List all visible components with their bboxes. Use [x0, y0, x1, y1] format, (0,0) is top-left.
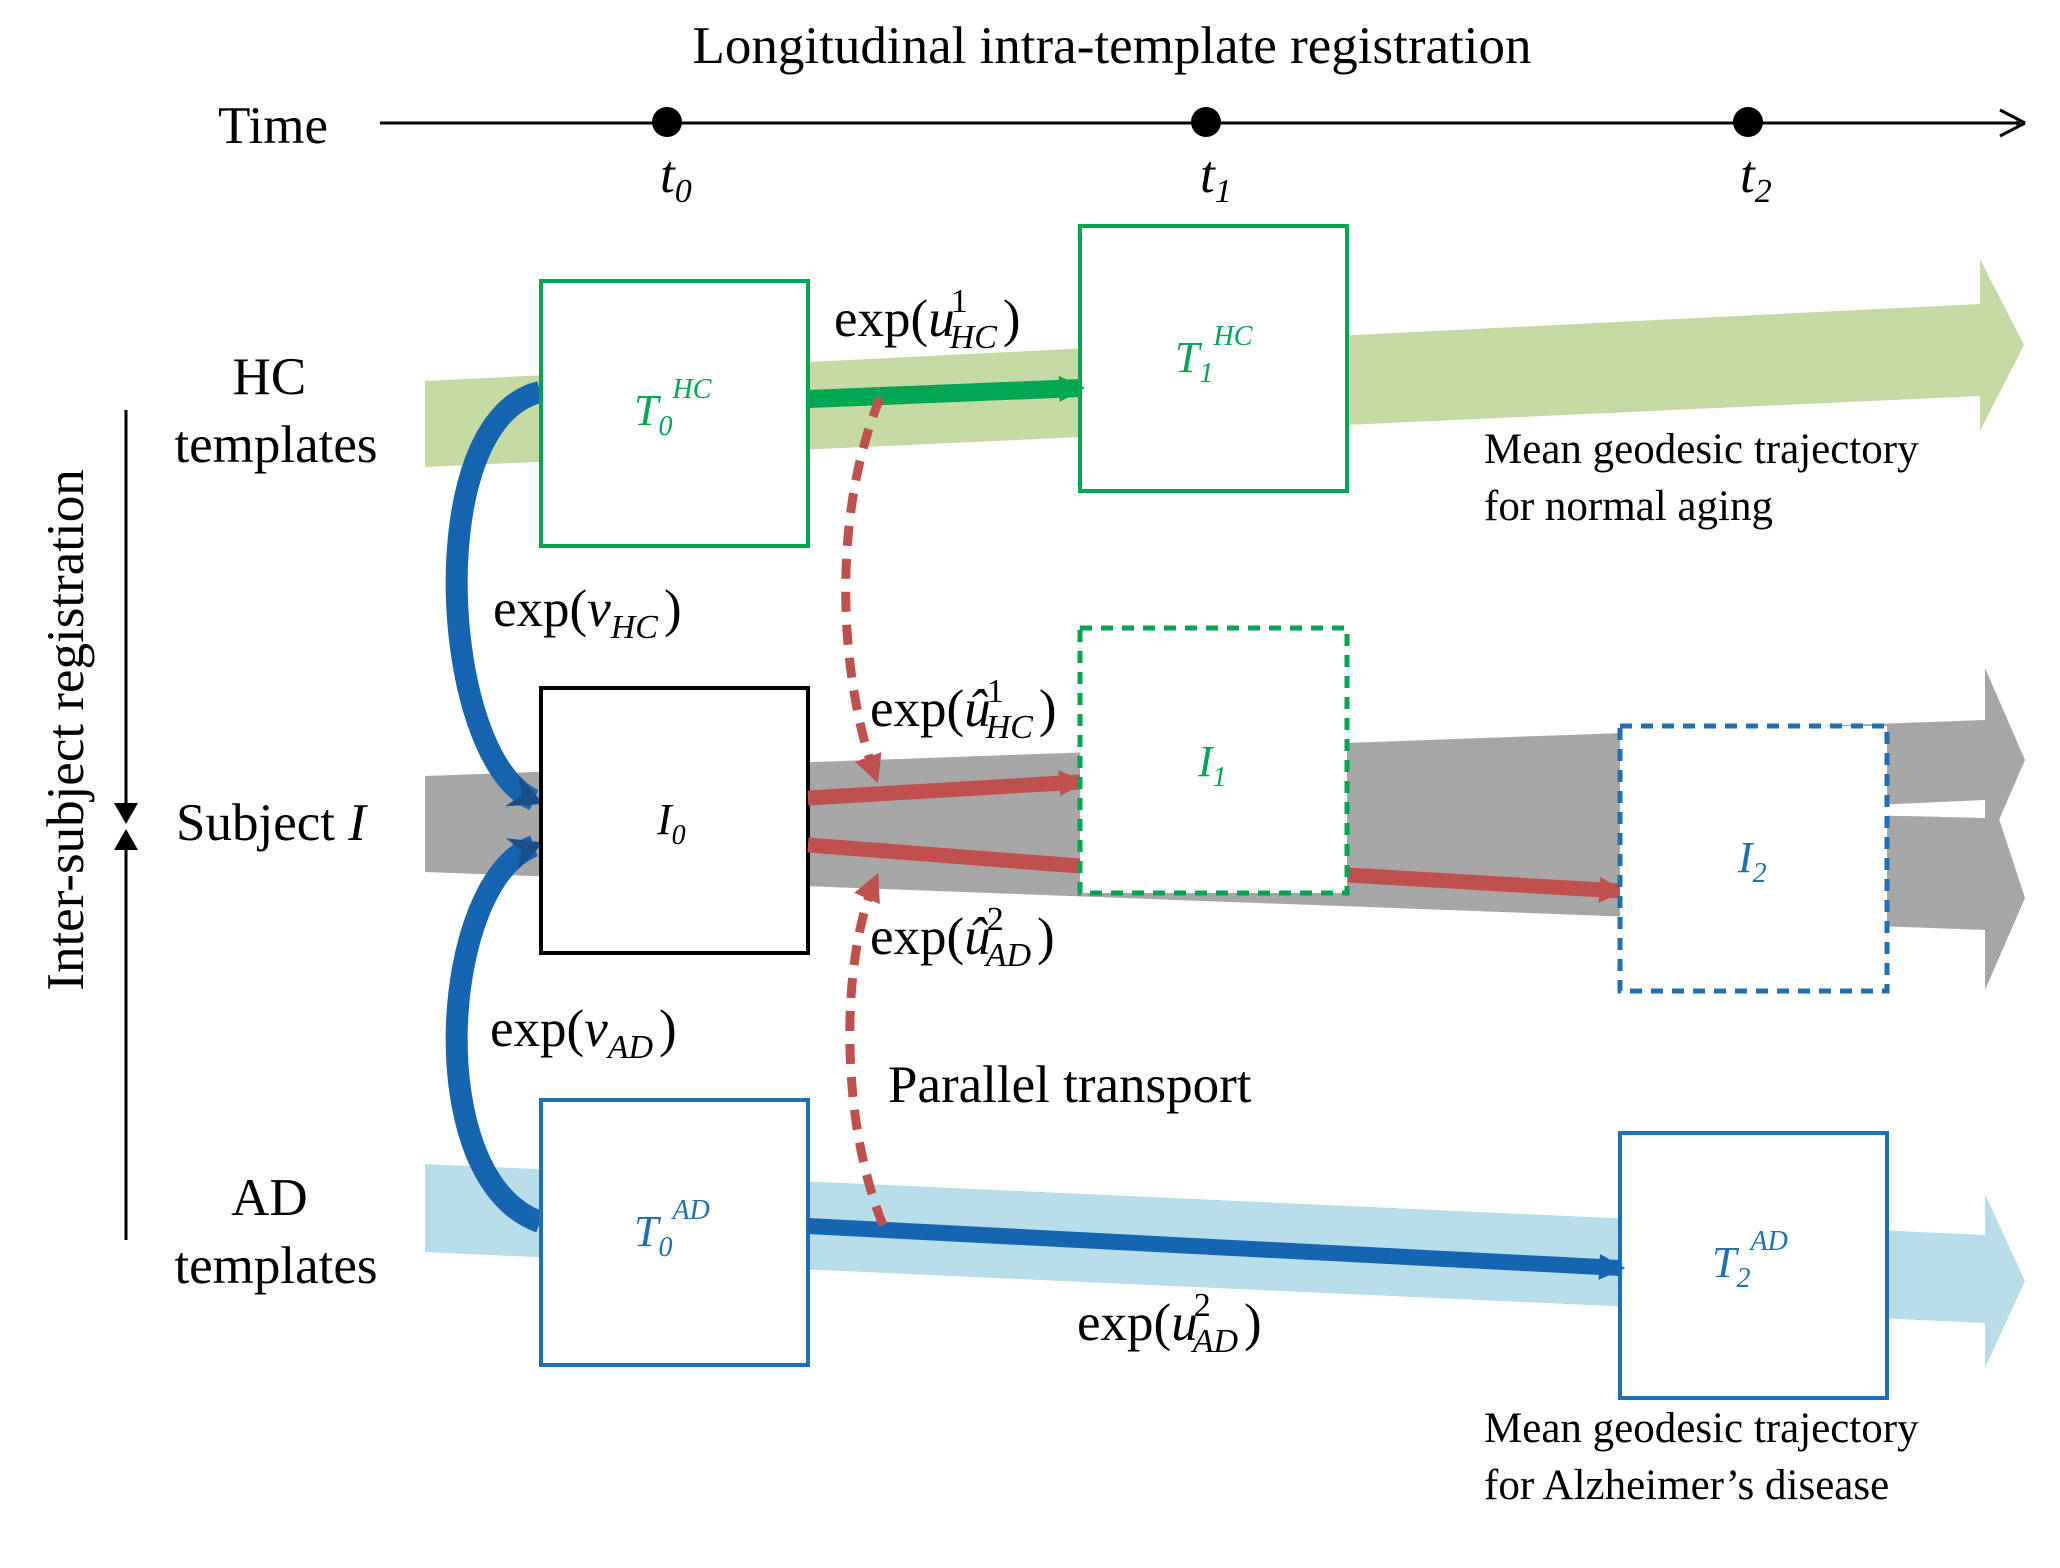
v-ad-formula: exp(vAD) [490, 1000, 677, 1066]
i0-label: I0 [656, 795, 686, 851]
time-point-t0-dot [652, 107, 682, 137]
hc-trajectory-caption: Mean geodesic trajectory for normal agin… [1484, 426, 1929, 530]
inter-subject-arrowhead-down [114, 803, 138, 824]
inter-subject-label: Inter-subject registration [37, 469, 95, 990]
ad-to-subject-curve-arrow [445, 835, 545, 1233]
time-point-t0-label: t0 [660, 146, 692, 210]
inter-subject-arrowhead-up [114, 829, 138, 850]
hc-to-subject-curve-arrow [445, 381, 544, 811]
template-box-t0-ad [539, 1098, 810, 1367]
parallel-transport-hc-dashed-arrow [841, 396, 885, 784]
subject-ad-predicted-arrow-1 [807, 837, 1081, 874]
subject-ad-predicted-arrow-2 [1347, 867, 1626, 903]
time-axis-arrowhead [1999, 108, 2026, 125]
v-hc-formula: exp(vHC) [493, 580, 682, 646]
t1-hc-label: T1HC [1175, 321, 1253, 389]
time-point-t2-dot [1733, 107, 1763, 137]
parallel-transport-ad-dashed-arrow [845, 872, 888, 1227]
hc-templates-label: HC templates [174, 348, 377, 474]
ad-trajectory-caption: Mean geodesic trajectory for Alzheimer’s… [1484, 1405, 1929, 1509]
ad-trajectory-band [425, 1164, 2025, 1368]
subject-hc-predicted-arrow [807, 770, 1086, 806]
subject-box-i2 [1617, 723, 1890, 994]
ad-deformation-arrow [807, 1218, 1626, 1280]
time-point-t1-label: t1 [1200, 146, 1232, 210]
hc-deformation-arrow [807, 375, 1086, 408]
top-label: Longitudinal intra-template registration [693, 17, 1532, 75]
time-axis-label: Time [218, 97, 328, 155]
parallel-transport-label: Parallel transport [888, 1056, 1252, 1114]
time-point-t2-label: t2 [1740, 146, 1772, 210]
subject-box-i0 [539, 686, 810, 955]
t0-ad-label: T0AD [634, 1195, 710, 1263]
time-point-t1-dot [1191, 107, 1221, 137]
subject-box-i1 [1077, 625, 1350, 896]
time-axis-arrowhead-lower [1999, 121, 2026, 138]
t2-ad-label: T2AD [1712, 1226, 1788, 1294]
template-box-t2-ad [1618, 1131, 1889, 1400]
ad-templates-label: AD templates [174, 1169, 377, 1295]
i1-label: I1 [1197, 737, 1227, 793]
template-box-t0-hc [539, 279, 810, 548]
template-box-t1-hc [1078, 224, 1349, 493]
t0-hc-label: T0HC [634, 374, 712, 442]
subject-label: Subject I [176, 794, 368, 852]
i2-label: I2 [1737, 833, 1767, 889]
